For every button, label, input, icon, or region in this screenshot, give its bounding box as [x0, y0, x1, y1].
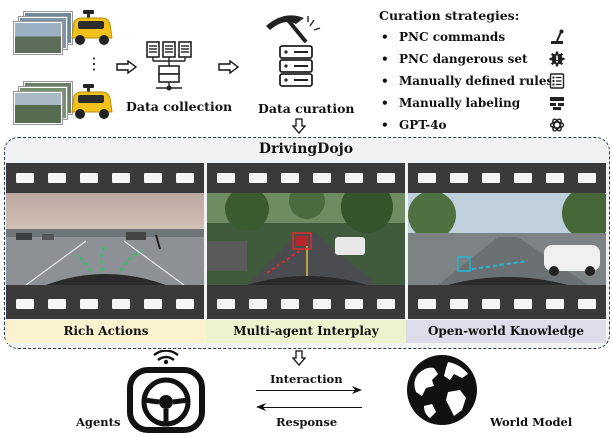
gear-warning-icon [549, 51, 565, 67]
vertical-ellipsis: ⋮ [86, 54, 102, 73]
data-curation-label: Data curation [258, 101, 355, 116]
rich-actions-scene [6, 193, 204, 285]
film-strip-rich-actions [6, 163, 204, 319]
autonomous-vehicle-icon [71, 10, 113, 45]
list-item: • GPT-4o [381, 114, 581, 136]
autonomous-vehicle-icon [71, 84, 113, 119]
joystick-icon [551, 29, 564, 44]
arrow-left-icon [256, 403, 266, 411]
data-collection-label: Data collection [126, 99, 233, 114]
world-model-label: World Model [490, 415, 573, 429]
globe-icon [407, 355, 477, 425]
photo-stack-bottom [14, 82, 74, 124]
film-strip-open-world [408, 163, 606, 319]
drivingdojo-title: DrivingDojo [258, 141, 354, 157]
caption-rich-actions: Rich Actions [6, 320, 206, 343]
caption-open-world-knowledge: Open-world Knowledge [406, 320, 606, 343]
response-arrow-line [262, 407, 362, 408]
agents-label: Agents [76, 415, 121, 429]
data-curation-icon [266, 15, 321, 87]
curation-strategies-title: Curation strategies: [379, 8, 520, 23]
curation-strategies-list: • PNC commands • PNC dangerous set • Man… [381, 26, 581, 136]
checklist-icon [549, 73, 565, 89]
caption-multi-agent-interplay: Multi-agent Interplay [206, 320, 406, 343]
list-item: • PNC commands [381, 26, 581, 48]
hollow-down-arrow-icon [292, 350, 306, 366]
interaction-label: Interaction [270, 372, 343, 386]
hollow-down-arrow-icon [292, 118, 306, 134]
hollow-arrow-icon [218, 60, 240, 74]
arrow-right-icon [352, 386, 362, 394]
list-item: • Manually labeling [381, 92, 581, 114]
openai-icon [549, 118, 565, 132]
data-collection-icon [146, 41, 192, 91]
interaction-arrow-line [256, 390, 356, 391]
response-label: Response [276, 415, 338, 429]
hollow-arrow-icon [116, 60, 138, 74]
photo-stack-top [14, 12, 74, 54]
list-item: • Manually defined rules [381, 70, 581, 92]
list-item: • PNC dangerous set [381, 48, 581, 70]
steering-wheel-icon [127, 350, 205, 433]
open-world-scene [408, 193, 606, 285]
multi-agent-scene [207, 193, 405, 285]
label-icon [550, 97, 564, 110]
film-strip-multi-agent [207, 163, 405, 319]
